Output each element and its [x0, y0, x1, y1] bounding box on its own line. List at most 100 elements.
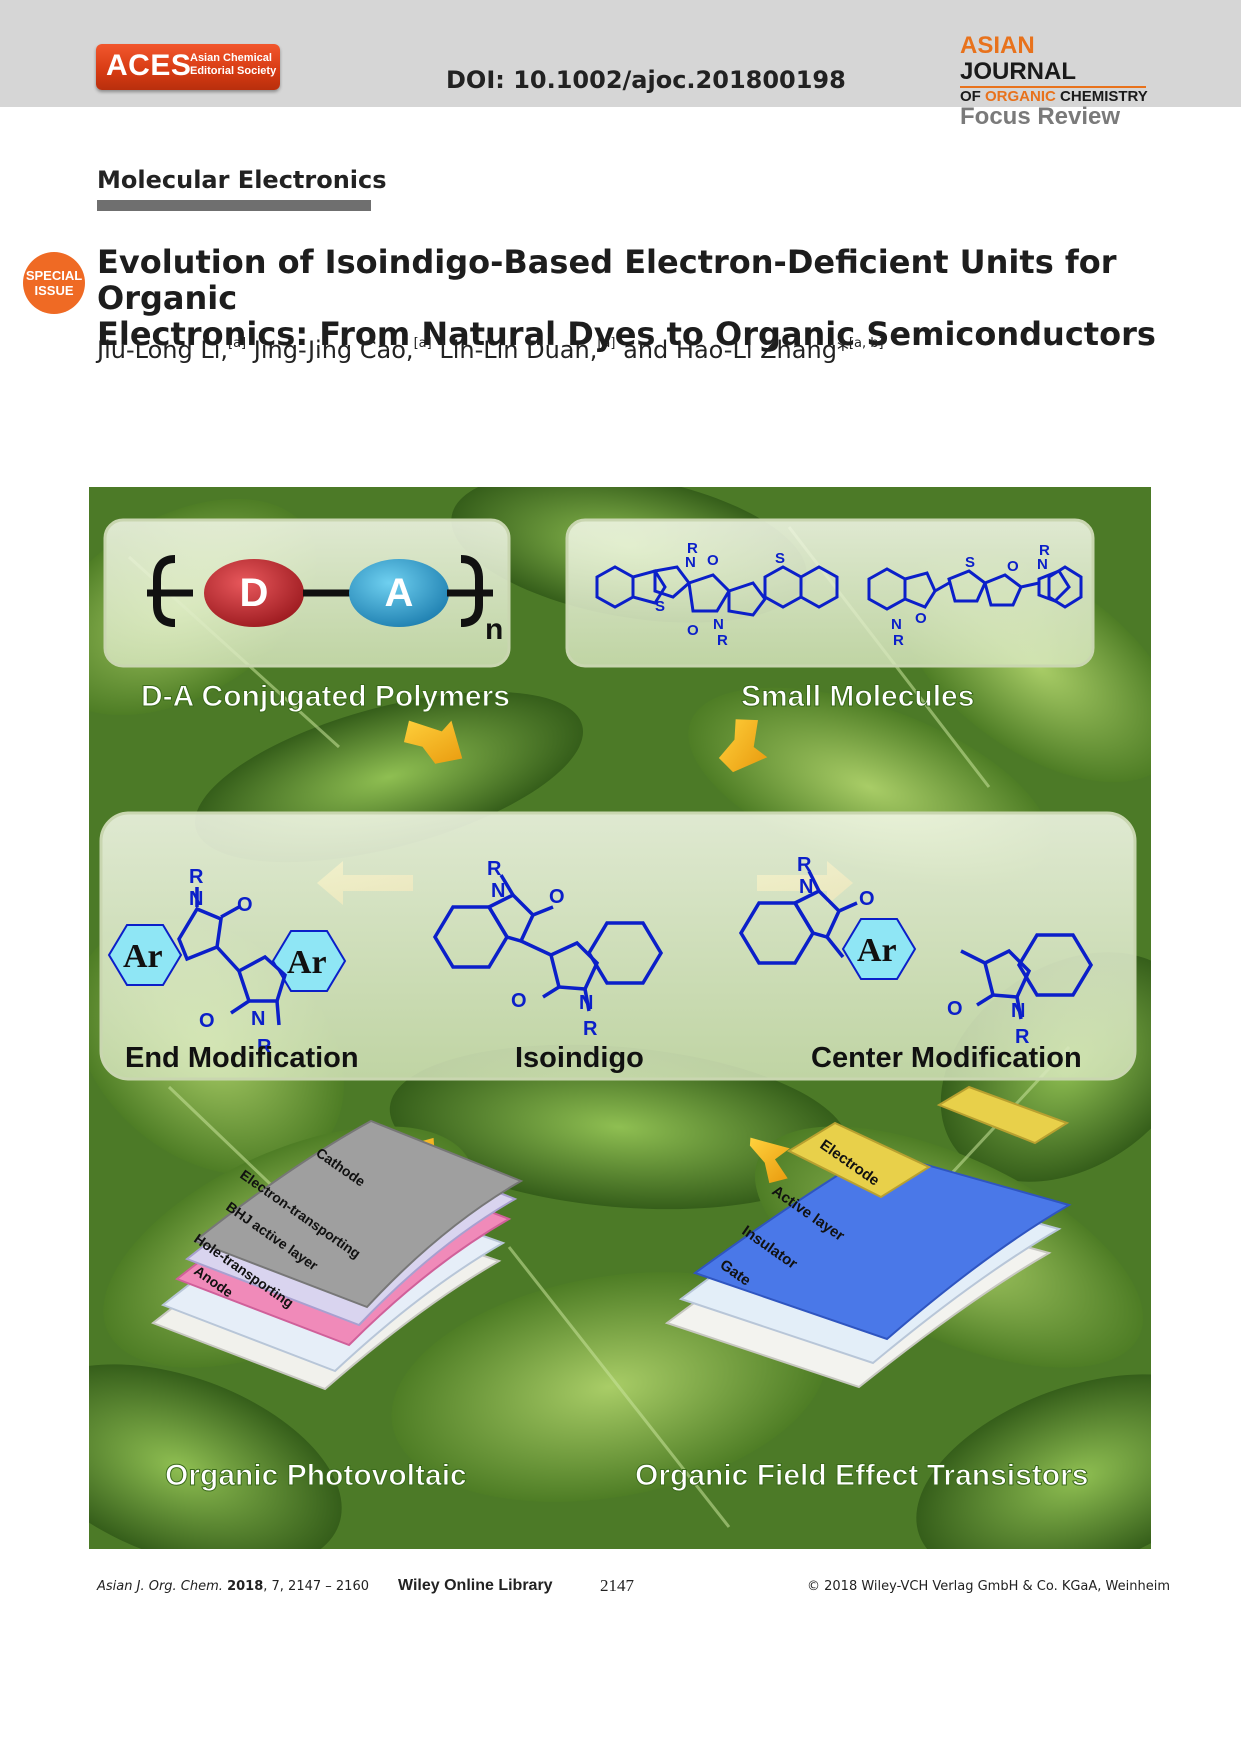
- svg-text:O: O: [1007, 558, 1019, 575]
- journal-logo-rule: [960, 86, 1146, 88]
- label-small-molecules: Small Molecules: [741, 680, 974, 713]
- ofet-device-stack: Electrode Active layer Insulator Gate: [664, 1085, 1072, 1389]
- small-molecules-panel: [565, 518, 1095, 668]
- svg-text:R: R: [1015, 1026, 1030, 1048]
- donor-unit: [204, 559, 304, 627]
- svg-text:R: R: [893, 632, 904, 649]
- journal-word-asian: ASIAN: [960, 32, 1035, 59]
- opv-cathode-layer: [193, 1119, 524, 1309]
- svg-text:O: O: [687, 622, 699, 639]
- svg-text:O: O: [237, 894, 253, 916]
- article-title: Evolution of Isoindigo-Based Electron-De…: [97, 243, 1156, 353]
- aces-logo-word: ACES: [106, 49, 192, 82]
- author-name: and Hao-Li Zhang*: [623, 336, 849, 364]
- label-isoindigo: Isoindigo: [515, 1042, 644, 1074]
- author-affiliation: [a]: [413, 336, 432, 351]
- svg-text:R: R: [717, 632, 728, 649]
- svg-text:R: R: [797, 854, 812, 876]
- arrow-up-left: [403, 720, 463, 764]
- isoindigo-atoms: R N O O N R: [487, 858, 598, 1040]
- doi-text[interactable]: DOI: 10.1002/ajoc.201800198: [446, 66, 846, 94]
- svg-text:R: R: [687, 540, 698, 557]
- svg-text:N: N: [251, 1008, 265, 1030]
- end-modification-structure: Ar Ar R N O O N R: [107, 866, 347, 1058]
- svg-text:R: R: [487, 858, 502, 880]
- svg-text:N: N: [579, 992, 593, 1014]
- da-polymer-diagram: D A n: [147, 555, 503, 646]
- svg-text:S: S: [655, 598, 665, 615]
- svg-text:N: N: [1037, 556, 1048, 573]
- arrow-down-right: [749, 1137, 790, 1184]
- ofet-active-layer: [692, 1149, 1072, 1341]
- section-bar: [97, 200, 371, 211]
- center-modification-structure: Ar R N O O N R: [738, 854, 1094, 1048]
- ar-label: Ar: [123, 938, 163, 975]
- small-molecule-structures: [595, 565, 1083, 617]
- ar-hexagon: [271, 930, 347, 992]
- author-name: Jing-Jing Cao,: [253, 336, 414, 364]
- section-label: Molecular Electronics: [97, 166, 387, 194]
- author-name: Jiu-Long Li,: [97, 336, 228, 364]
- isoindigo-structure: [432, 874, 664, 1012]
- svg-text:N: N: [713, 616, 724, 633]
- wiley-online-library-link[interactable]: Wiley Online Library: [398, 1577, 553, 1594]
- svg-text:S: S: [965, 554, 975, 571]
- svg-text:R: R: [583, 1018, 598, 1040]
- svg-text:R: R: [189, 866, 204, 888]
- ofet-electrode: [786, 1121, 932, 1199]
- label-center-modification: Center Modification: [811, 1042, 1082, 1074]
- footer-volume-pages: , 7, 2147 – 2160: [263, 1579, 369, 1594]
- svg-text:N: N: [799, 876, 813, 898]
- ofet-electrode: [936, 1085, 1070, 1145]
- svg-text:O: O: [511, 990, 527, 1012]
- footer-year: 2018: [227, 1579, 264, 1594]
- author-affiliation: [a]: [597, 336, 616, 351]
- label-end-modification: End Modification: [125, 1042, 359, 1074]
- journal-logo: ASIAN JOURNAL OF ORGANIC CHEMISTRY Focus…: [960, 32, 1150, 130]
- svg-text:O: O: [707, 552, 719, 569]
- footer-journal-abbr: Asian J. Org. Chem.: [97, 1579, 223, 1594]
- author-affiliation: [a]: [228, 336, 247, 351]
- svg-text:O: O: [915, 610, 927, 627]
- opv-device-stack: Cathode Electron-transporting BHJ active…: [151, 1119, 524, 1391]
- svg-text:R: R: [1039, 542, 1050, 559]
- svg-text:O: O: [199, 1010, 215, 1032]
- journal-word-journal: JOURNAL: [960, 58, 1077, 85]
- right-bracket: [460, 555, 483, 627]
- special-issue-badge: SPECIAL ISSUE: [23, 252, 85, 314]
- svg-text:O: O: [549, 886, 565, 908]
- svg-text:N: N: [491, 880, 505, 902]
- author-affiliation: [a, b]: [848, 336, 884, 351]
- author-name: Lin-Lin Duan,: [439, 336, 598, 364]
- acceptor-unit: [349, 559, 449, 627]
- svg-text:R: R: [257, 1036, 272, 1058]
- label-da-conjugated-polymers: D-A Conjugated Polymers: [141, 680, 510, 713]
- svg-text:N: N: [685, 554, 696, 571]
- ar-label: Ar: [287, 944, 327, 981]
- small-molecule-atoms: R N O S S O N R N R O S O R N: [655, 540, 1050, 649]
- ar-hexagon: [107, 924, 183, 986]
- svg-text:S: S: [775, 550, 785, 567]
- aces-logo[interactable]: ACES Asian Chemical Editorial Society: [96, 44, 280, 90]
- svg-text:N: N: [891, 616, 902, 633]
- aces-logo-subtitle: Asian Chemical Editorial Society: [190, 52, 277, 77]
- page-number: 2147: [600, 1576, 634, 1595]
- graphical-abstract-figure: D A n R N O S S O N R N R: [89, 487, 1151, 1549]
- isoindigo-panel: [99, 811, 1137, 1081]
- svg-text:N: N: [189, 888, 203, 910]
- acceptor-label: A: [385, 571, 414, 615]
- header-band: ACES Asian Chemical Editorial Society DO…: [0, 0, 1241, 129]
- repeat-subscript: n: [485, 613, 503, 646]
- graphical-abstract-svg: D A n R N O S S O N R N R: [89, 487, 1151, 1549]
- label-ofet: Organic Field Effect Transistors: [635, 1459, 1088, 1492]
- svg-text:O: O: [859, 888, 875, 910]
- donor-label: D: [240, 571, 269, 615]
- label-organic-photovoltaic: Organic Photovoltaic: [165, 1459, 467, 1492]
- ar-label: Ar: [857, 932, 897, 969]
- footer-copyright: © 2018 Wiley-VCH Verlag GmbH & Co. KGaA,…: [807, 1579, 1171, 1594]
- author-list: Jiu-Long Li,[a] Jing-Jing Cao,[a] Lin-Li…: [97, 336, 884, 364]
- article-type: Focus Review: [960, 103, 1121, 130]
- ar-hexagon: [841, 918, 917, 980]
- svg-text:O: O: [947, 998, 963, 1020]
- arrow-up-right: [718, 719, 768, 773]
